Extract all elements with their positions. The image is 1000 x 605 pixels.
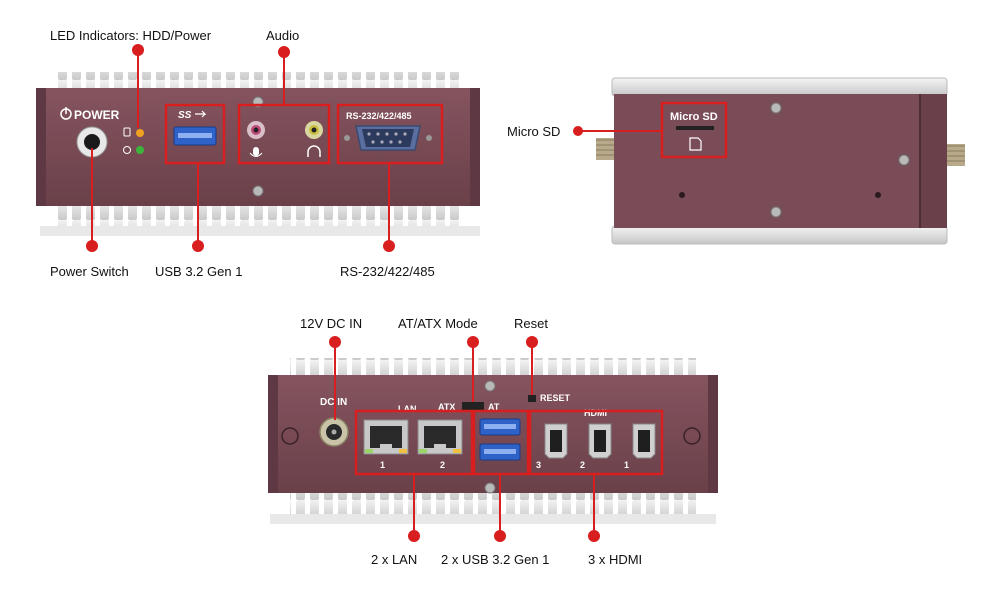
lan-2-text: 2 [440,460,445,470]
antenna-connector-icon [947,144,965,166]
front-chassis [36,88,480,206]
callout-dot [467,336,479,348]
dc-in-jack[interactable] [319,417,349,447]
vent-hole-icon [875,192,881,198]
vent-hole-icon [679,192,685,198]
rear-usb-port-1[interactable] [479,418,521,436]
hdmi-highlight [528,409,664,476]
callout-serial: RS-232/422/485 [340,264,435,279]
sd-card-icon [689,137,702,151]
lan-text: LAN [398,404,417,414]
rear-top-fins [290,358,696,376]
atx-text: ATX [438,402,455,412]
callout-dot [573,126,583,136]
screw-icon [252,185,264,197]
callout-dc-in: 12V DC IN [300,316,363,331]
callout-usb-rear: 2 x USB 3.2 Gen 1 [441,552,550,567]
hdmi-text: HDMI [584,408,607,418]
power-led-icon [123,146,144,154]
callout-dot [329,336,341,348]
mount-hole-icon [683,427,701,445]
front-top-fins [58,72,464,90]
callout-hdmi: 3 x HDMI [588,552,643,567]
rear-usb-port-2[interactable] [479,443,521,461]
callout-at-atx-mode: AT/ATX Mode [398,316,478,331]
antenna-connector-icon [596,138,614,160]
callout-reset: Reset [514,316,548,331]
hdmi-port-1[interactable] [632,423,656,459]
serial-db9-port[interactable] [344,125,432,151]
side-panel: Micro SD [573,77,965,245]
lan-port-2[interactable] [417,419,463,455]
callout-dot [408,530,420,542]
micro-sd-text: Micro SD [670,111,718,123]
lan-port-1[interactable] [363,419,409,455]
callout-usb-front: USB 3.2 Gen 1 [155,264,243,279]
at-atx-switch[interactable] [462,402,484,410]
callout-dot [86,240,98,252]
callout-power-switch: Power Switch [50,264,129,279]
line-out-jack[interactable] [305,121,323,139]
power-button[interactable] [76,126,108,158]
ss-logo-text: SS [178,110,192,121]
hdmi-port-2[interactable] [588,423,612,459]
hdmi-1-text: 1 [624,460,629,470]
callout-dot [588,530,600,542]
screw-icon [770,206,782,218]
front-bottom-fins [40,205,480,236]
hdd-led-icon [123,127,144,137]
reset-button[interactable] [528,395,536,402]
lan-1-text: 1 [380,460,385,470]
usb-arrow-icon [195,110,207,118]
screw-icon [770,102,782,114]
callout-micro-sd: Micro SD [507,124,561,139]
mount-hole-icon [281,427,299,445]
side-top-rail [611,77,948,97]
callout-dot [494,530,506,542]
callout-dot [192,240,204,252]
callout-dot [132,44,144,56]
front-panel: POWER SS [36,44,480,252]
at-text: AT [488,402,500,412]
screw-icon [484,482,496,494]
side-chassis [614,94,920,228]
callout-dot [278,46,290,58]
usb-front-highlight [164,103,226,165]
mic-jack[interactable] [247,121,265,139]
callout-audio: Audio [266,28,300,43]
rear-panel: DC IN LAN 1 2 ATX AT [268,336,718,542]
micro-sd-slot[interactable] [676,126,714,130]
hdmi-3-text: 3 [536,460,541,470]
dc-in-text: DC IN [320,397,347,408]
rear-bottom-fins [290,492,696,514]
callout-led-indicators: LED Indicators: HDD/Power [50,28,212,43]
hdmi-2-text: 2 [580,460,585,470]
serial-port-text: RS-232/422/485 [346,111,412,121]
microphone-icon [249,147,263,157]
callout-dot [526,336,538,348]
callout-lan: 2 x LAN [371,552,418,567]
screw-icon [898,154,910,166]
callout-dot [383,240,395,252]
reset-text: RESET [540,393,571,403]
screw-icon [484,380,496,392]
hdmi-port-3[interactable] [544,423,568,459]
side-bottom-rail [611,225,948,245]
power-text: POWER [74,108,120,122]
headphone-icon [307,145,321,157]
